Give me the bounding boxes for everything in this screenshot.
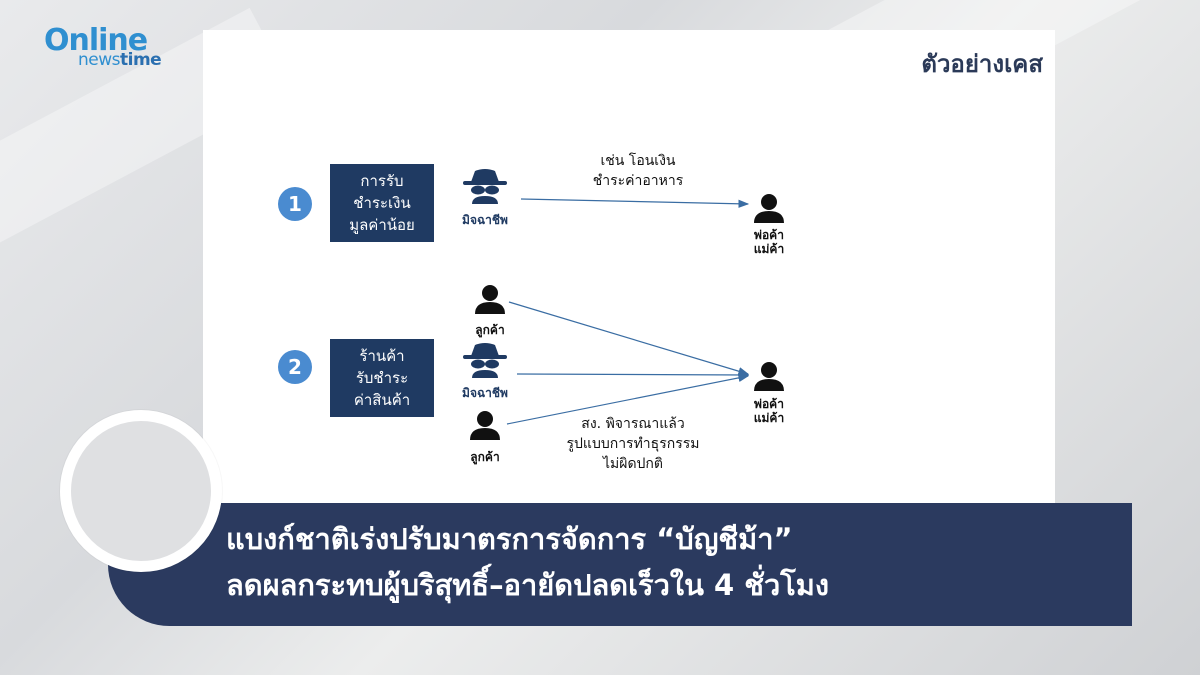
case-1-box-line: ชำระเงิน bbox=[353, 194, 411, 212]
scammer-icon bbox=[463, 169, 507, 204]
arrow-scammer-to-merchant-1 bbox=[520, 198, 750, 208]
case-2-number: 2 bbox=[278, 350, 312, 384]
merchant-icon bbox=[754, 362, 784, 391]
case-2-box-line: ร้านค้า bbox=[359, 347, 405, 365]
customer-label: ลูกค้า bbox=[470, 450, 500, 464]
customer-icon bbox=[475, 285, 505, 314]
case-2-note-line: ไม่ผิดปกติ bbox=[602, 456, 664, 472]
case-title: ตัวอย่างเคส bbox=[921, 50, 1043, 78]
scammer-icon bbox=[463, 343, 507, 378]
merchant-icon bbox=[754, 194, 784, 223]
arrow-customer-bottom-to-merchant bbox=[506, 373, 750, 425]
scammer-label: มิจฉาชีพ bbox=[462, 213, 508, 227]
arrow-scammer-to-merchant-2 bbox=[516, 370, 750, 380]
case-2-note: สง. พิจารณาแล้ว รูปแบบการทำธุรกรรม ไม่ผิ… bbox=[533, 414, 733, 474]
merchant-label: พ่อค้า แม่ค้า bbox=[753, 228, 785, 256]
site-logo[interactable]: Online newstime bbox=[44, 23, 162, 70]
headline[interactable]: แบงก์ชาติเร่งปรับมาตรการจัดการ “บัญชีม้า… bbox=[226, 516, 829, 608]
headline-banner bbox=[108, 503, 1132, 626]
case-1-box-line: มูลค่าน้อย bbox=[349, 216, 415, 234]
logo-online-text: Online bbox=[44, 23, 148, 58]
diagram-card: ตัวอย่างเคส 1 bbox=[203, 30, 1055, 530]
headline-line-1: แบงก์ชาติเร่งปรับมาตรการจัดการ “บัญชีม้า… bbox=[226, 522, 793, 556]
case-1-box-line: การรับ bbox=[360, 172, 404, 190]
customer-icon bbox=[470, 411, 500, 440]
headline-line-2: ลดผลกระทบผู้บริสุทธิ์–อายัดปลดเร็วใน 4 ช… bbox=[226, 568, 830, 602]
case-1-note-line: ชำระค่าอาหาร bbox=[592, 173, 684, 189]
scammer-label: มิจฉาชีพ bbox=[462, 386, 508, 400]
case-2-box-line: รับชำระ bbox=[355, 369, 409, 387]
merchant-label: พ่อค้า แม่ค้า bbox=[753, 397, 785, 425]
case-1-note: เช่น โอนเงิน ชำระค่าอาหาร bbox=[543, 151, 733, 191]
case-2-box-line: ค่าสินค้า bbox=[353, 391, 411, 409]
arrow-customer-top-to-merchant bbox=[508, 301, 750, 376]
customer-label: ลูกค้า bbox=[475, 323, 505, 337]
case-2-box: ร้านค้า รับชำระ ค่าสินค้า bbox=[330, 339, 434, 417]
flow-diagram bbox=[463, 169, 784, 440]
case-2-note-line: สง. พิจารณาแล้ว bbox=[581, 416, 685, 432]
case-1-note-line: เช่น โอนเงิน bbox=[600, 153, 676, 169]
logo-newstime-text: newstime bbox=[78, 50, 162, 70]
decorative-circle bbox=[60, 410, 222, 572]
case-1-number: 1 bbox=[278, 187, 312, 221]
case-1-box: การรับ ชำระเงิน มูลค่าน้อย bbox=[330, 164, 434, 242]
case-2-note-line: รูปแบบการทำธุรกรรม bbox=[566, 436, 700, 452]
